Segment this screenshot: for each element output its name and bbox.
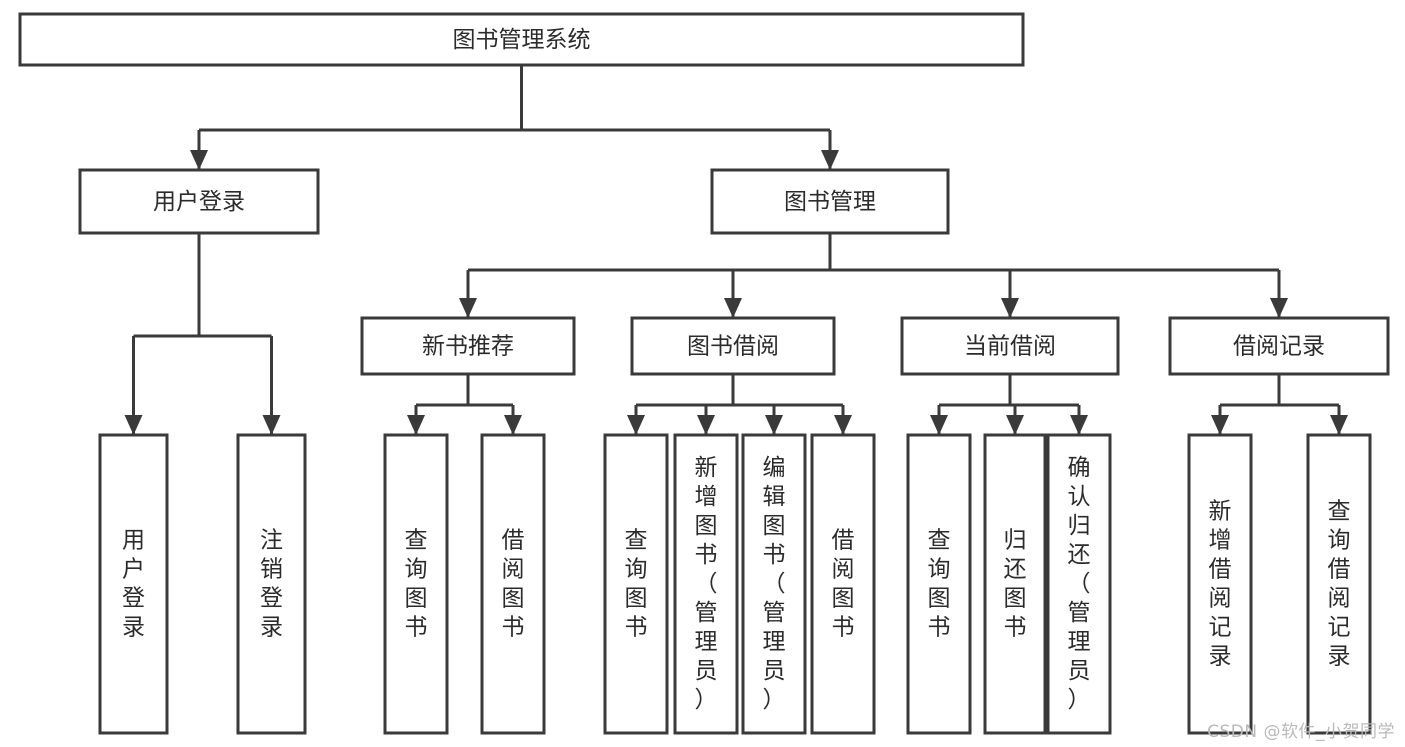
node-leaf-borrow_record-1-label: 查询借阅记录 — [1328, 498, 1351, 669]
current_borrow-to-leaves-arrow-2 — [1070, 415, 1088, 435]
node-leaf-current_borrow-1[interactable]: 归还图书 — [983, 433, 1047, 735]
bookmanage-to-l2-arrow-1 — [724, 298, 742, 318]
node-leaf-book_borrow-0[interactable]: 查询图书 — [603, 433, 669, 735]
node-leaf-borrow_record-0-label: 新增借阅记录 — [1209, 498, 1232, 669]
new_book_recommend-to-leaves-arrow-0 — [407, 415, 425, 435]
node-l1-user_login[interactable]: 用户登录 — [78, 168, 320, 235]
node-leaf-new_book_recommend-0[interactable]: 查询图书 — [383, 433, 449, 735]
node-leaf-borrow_record-0[interactable]: 新增借阅记录 — [1187, 433, 1253, 735]
node-l2-new_book_recommend[interactable]: 新书推荐 — [360, 316, 576, 376]
root-to-l1-arrow-1 — [821, 150, 839, 170]
node-leaf-user_login-0[interactable]: 用户登录 — [98, 433, 169, 735]
node-leaf-user_login-0-label: 用户登录 — [122, 527, 145, 640]
node-leaf-user_login-1[interactable]: 注销登录 — [236, 433, 307, 735]
new_book_recommend-to-leaves-arrow-1 — [504, 415, 522, 435]
node-l2-book_borrow[interactable]: 图书借阅 — [630, 316, 836, 376]
node-leaf-book_borrow-1[interactable]: 新增图书（管理员） — [673, 433, 739, 735]
node-leaf-book_borrow-0-label: 查询图书 — [625, 527, 648, 640]
node-leaf-new_book_recommend-1-label: 借阅图书 — [502, 527, 525, 640]
node-leaf-current_borrow-2-label: 确认归还（管理员） — [1068, 455, 1091, 713]
node-l2-borrow_record[interactable]: 借阅记录 — [1168, 316, 1390, 376]
node-l2-borrow_record-label: 借阅记录 — [1233, 334, 1325, 360]
node-l2-current_borrow[interactable]: 当前借阅 — [900, 316, 1120, 376]
node-l1-user_login-label: 用户登录 — [153, 189, 245, 215]
book_borrow-to-leaves-arrow-1 — [697, 415, 715, 435]
node-leaf-new_book_recommend-1[interactable]: 借阅图书 — [480, 433, 546, 735]
current_borrow-to-leaves-arrow-1 — [1006, 415, 1024, 435]
node-l1-book_manage-label: 图书管理 — [784, 189, 876, 215]
node-leaf-book_borrow-3-label: 借阅图书 — [832, 527, 855, 640]
node-leaf-book_borrow-2[interactable]: 编辑图书（管理员） — [741, 433, 807, 735]
node-leaf-book_borrow-1-label: 新增图书（管理员） — [695, 455, 718, 713]
userlogin-to-leaves-arrow-1 — [262, 415, 281, 435]
bookmanage-to-l2-arrow-2 — [1001, 298, 1019, 318]
node-l1-book_manage[interactable]: 图书管理 — [710, 168, 950, 235]
bookmanage-to-l2-arrow-3 — [1270, 298, 1288, 318]
borrow_record-to-leaves-arrow-1 — [1330, 415, 1348, 435]
node-leaf-current_borrow-0-label: 查询图书 — [928, 527, 951, 640]
node-leaf-current_borrow-2[interactable]: 确认归还（管理员） — [1046, 433, 1112, 735]
node-layer: 图书管理系统用户登录图书管理新书推荐图书借阅当前借阅借阅记录用户登录注销登录查询… — [18, 12, 1390, 735]
userlogin-to-leaves-arrow-0 — [124, 415, 143, 435]
node-l2-book_borrow-label: 图书借阅 — [687, 334, 779, 360]
current_borrow-to-leaves-arrow-0 — [930, 415, 948, 435]
node-l2-current_borrow-label: 当前借阅 — [964, 334, 1056, 360]
node-leaf-book_borrow-2-label: 编辑图书（管理员） — [763, 455, 786, 713]
node-root-system[interactable]: 图书管理系统 — [18, 12, 1025, 67]
watermark-label: CSDN @软件_小贺同学 — [1207, 722, 1395, 742]
node-leaf-book_borrow-3[interactable]: 借阅图书 — [810, 433, 876, 735]
book_borrow-to-leaves-arrow-2 — [765, 415, 783, 435]
node-leaf-user_login-1-label: 注销登录 — [260, 527, 283, 640]
node-leaf-new_book_recommend-0-label: 查询图书 — [405, 527, 428, 640]
connector-layer — [124, 65, 1348, 435]
borrow_record-to-leaves-arrow-0 — [1211, 415, 1229, 435]
book_borrow-to-leaves-arrow-0 — [627, 415, 645, 435]
node-leaf-current_borrow-0[interactable]: 查询图书 — [906, 433, 972, 735]
bookmanage-to-l2-arrow-0 — [459, 298, 477, 318]
node-l2-new_book_recommend-label: 新书推荐 — [422, 334, 514, 360]
node-leaf-current_borrow-1-label: 归还图书 — [1004, 527, 1027, 640]
node-leaf-borrow_record-1[interactable]: 查询借阅记录 — [1306, 433, 1372, 735]
node-root-system-label: 图书管理系统 — [453, 27, 591, 53]
book_borrow-to-leaves-arrow-3 — [834, 415, 852, 435]
root-to-l1-arrow-0 — [190, 150, 208, 170]
